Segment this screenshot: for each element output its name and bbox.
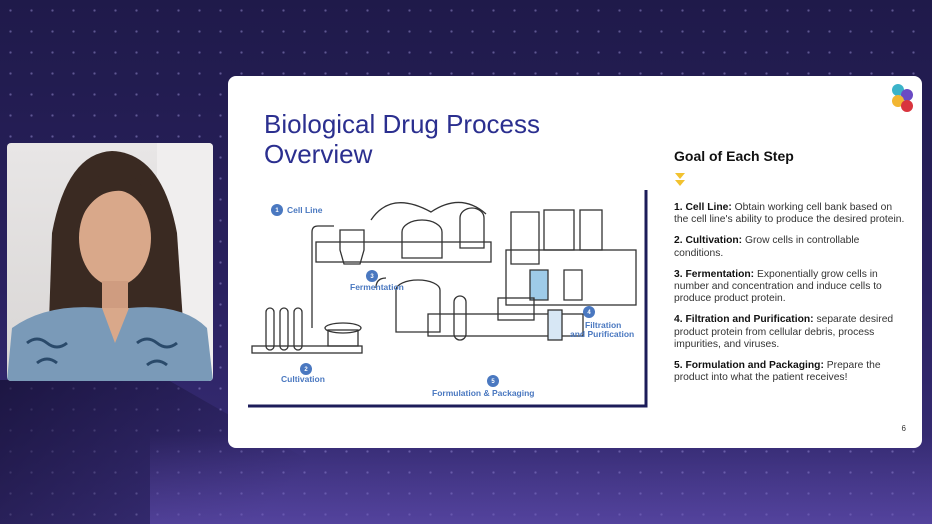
label-formulation: Formulation & Packaging xyxy=(432,388,535,398)
step-2-badge: 2 xyxy=(304,367,308,373)
step-label: 1. Cell Line: xyxy=(674,202,732,213)
slide-title: Biological Drug Process Overview xyxy=(264,109,540,169)
background-glow xyxy=(150,434,932,524)
title-line-1: Biological Drug Process xyxy=(264,109,541,139)
step-3-badge: 3 xyxy=(370,274,374,280)
label-fermentation: Fermentation xyxy=(350,282,404,292)
step-text: Exponentially grow cells in number and c… xyxy=(674,268,882,305)
label-filtration: Filtration xyxy=(585,320,621,330)
step-text: Grow cells in controllable conditions. xyxy=(674,235,860,259)
title-line-2: Overview xyxy=(264,139,373,169)
label-purification: and Purification xyxy=(570,329,634,339)
step-label: 3. Fermentation: xyxy=(674,268,755,280)
step-5-badge: 5 xyxy=(491,379,495,385)
double-chevron-down-icon xyxy=(675,173,685,192)
step-4-badge: 4 xyxy=(587,310,591,316)
step-1-badge: 1 xyxy=(275,208,279,214)
step-item: 1. Cell Line: Obtain working cell bank b… xyxy=(674,202,906,226)
presenter-video xyxy=(7,143,213,381)
step-item: 2. Cultivation: Grow cells in controllab… xyxy=(674,235,906,259)
process-diagram: 1 2 3 4 5 Cell Line Cultivation Fermenta… xyxy=(246,190,651,417)
step-text: Prepare the product into what the patien… xyxy=(674,360,881,384)
steps-list: 1. Cell Line: Obtain working cell bank b… xyxy=(674,202,906,393)
step-label: 5. Formulation and Packaging: xyxy=(674,360,824,372)
step-item: 4. Filtration and Purification: separate… xyxy=(674,314,906,351)
goal-heading: Goal of Each Step xyxy=(674,148,794,164)
step-text: separate desired product protein from ce… xyxy=(674,314,894,350)
step-text: Obtain working cell bank based on the ce… xyxy=(674,202,905,226)
step-item: 5. Formulation and Packaging: Prepare th… xyxy=(674,360,906,384)
page-number: 6 xyxy=(901,424,906,433)
step-item: 3. Fermentation: Exponentially grow cell… xyxy=(674,269,906,306)
step-label: 2. Cultivation: xyxy=(674,235,743,247)
presentation-slide: Biological Drug Process Overview 1 2 3 4… xyxy=(228,76,922,448)
label-cultivation: Cultivation xyxy=(281,374,325,384)
presenter-webcam xyxy=(7,143,213,381)
step-label: 4. Filtration and Purification: xyxy=(674,314,814,326)
brand-logo-icon xyxy=(888,82,914,119)
label-cell-line: Cell Line xyxy=(287,205,323,215)
